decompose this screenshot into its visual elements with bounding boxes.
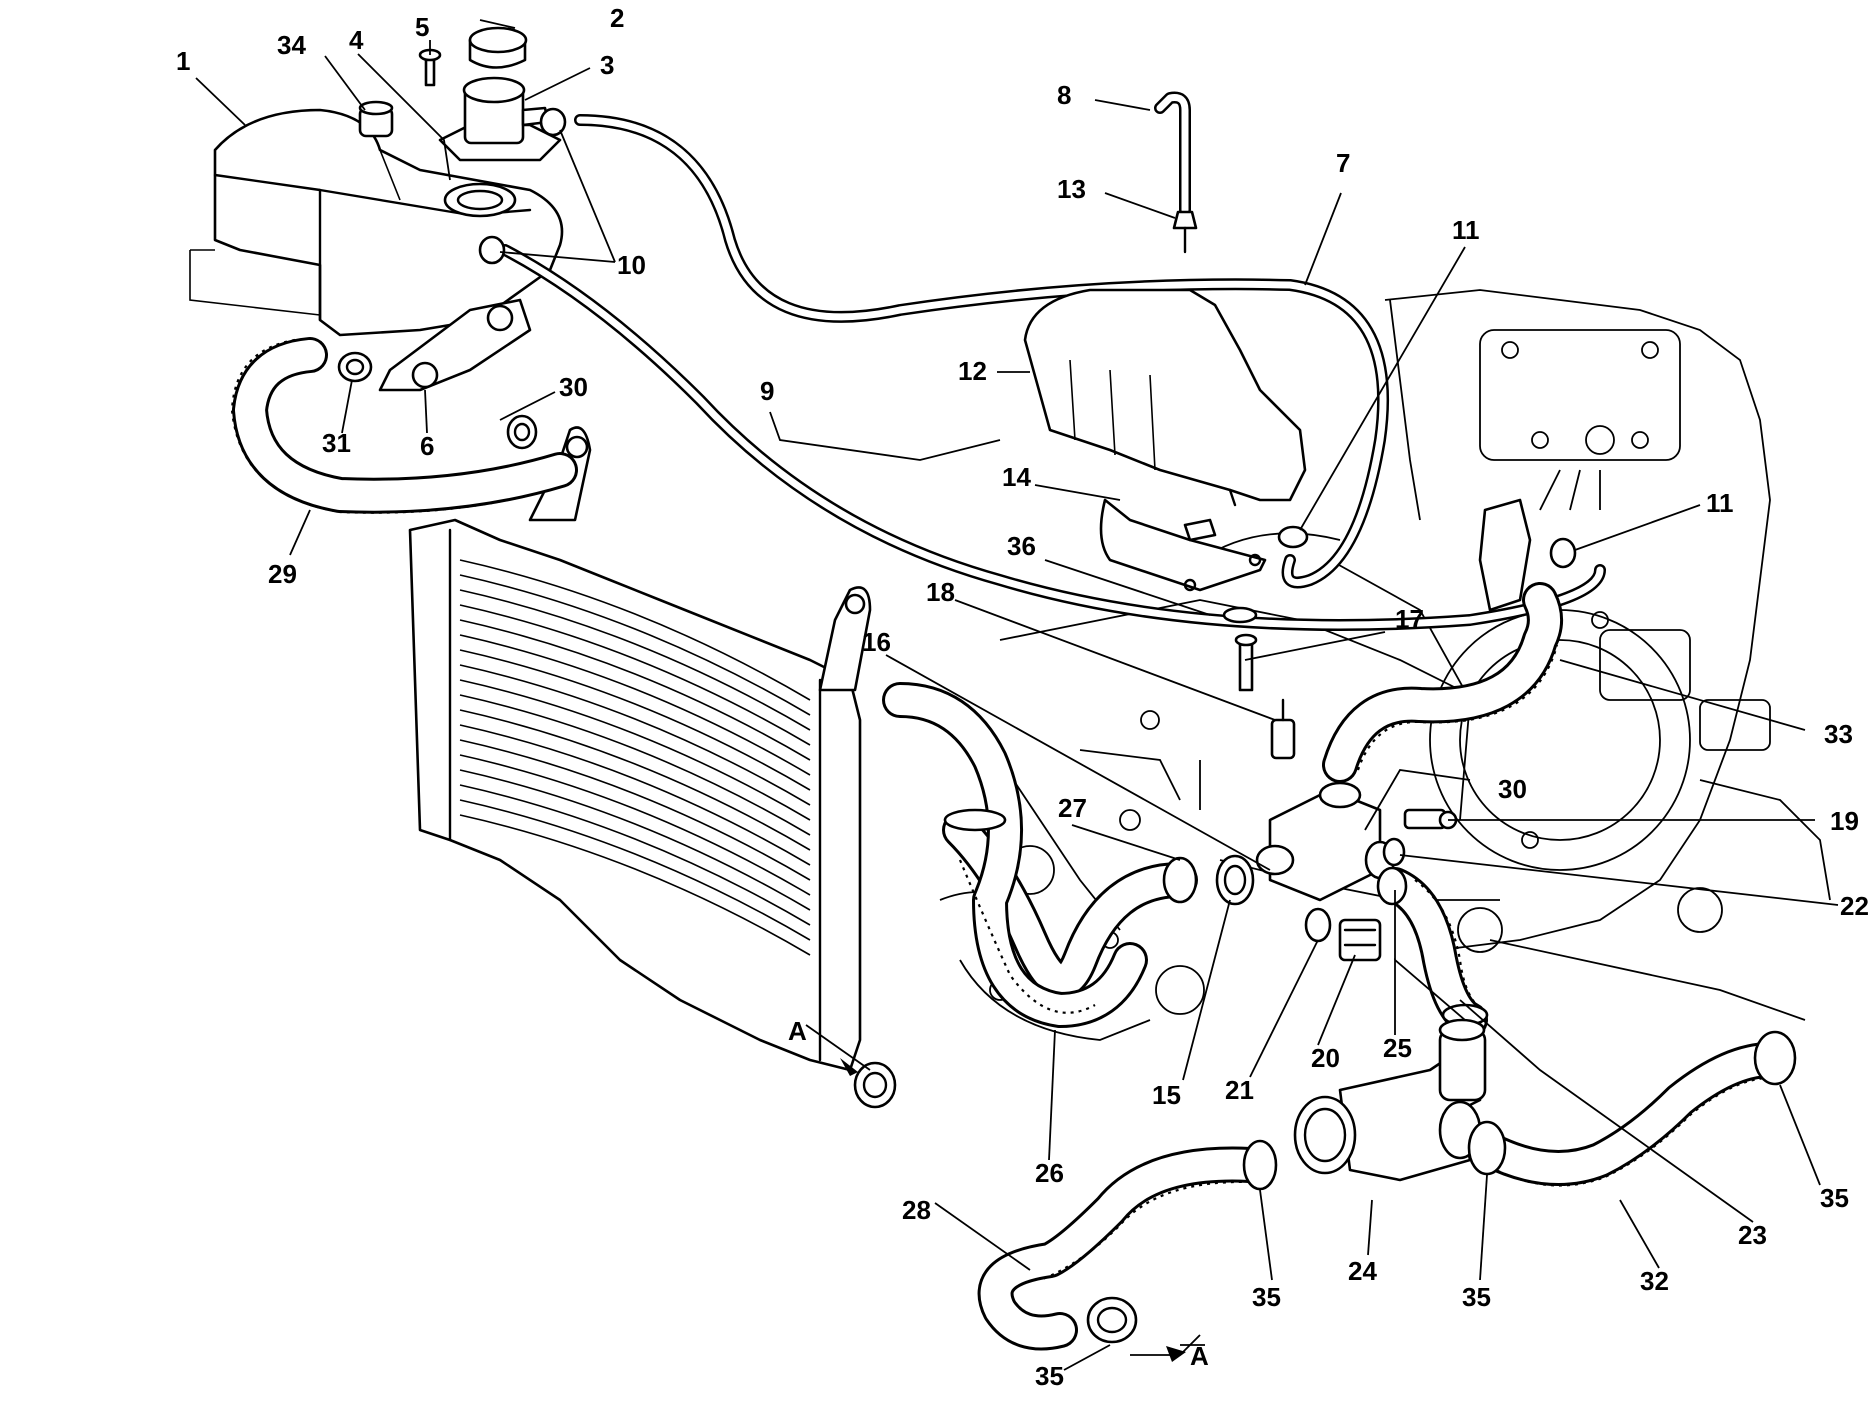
callout-34: 34 <box>277 30 306 60</box>
bracket-14 <box>1099 498 1267 592</box>
vent-tube-8 <box>1154 91 1191 216</box>
expansion-tank <box>189 108 564 337</box>
callout-2: 2 <box>610 3 624 33</box>
washer-22 <box>1382 837 1406 867</box>
callout-6: 6 <box>420 431 434 461</box>
callout-31: 31 <box>322 428 351 458</box>
screw-5 <box>418 48 442 87</box>
overflow-tube-9 <box>499 244 1606 631</box>
callout-5: 5 <box>415 12 429 42</box>
breather-tube-7 <box>574 114 1389 589</box>
sensor-20 <box>1338 918 1382 962</box>
hose-28 <box>977 1146 1268 1351</box>
callout-27: 27 <box>1058 793 1087 823</box>
callout-11-upper: 11 <box>1452 215 1480 245</box>
callout-1: 1 <box>176 46 190 76</box>
callout-32: 32 <box>1640 1266 1669 1296</box>
clamp-35-right <box>1753 1030 1797 1086</box>
reservoir-12 <box>1023 288 1307 507</box>
callout-30-upper: 30 <box>559 372 588 402</box>
nut-36 <box>1183 518 1217 542</box>
callout-3: 3 <box>600 50 614 80</box>
callout-24: 24 <box>1348 1256 1377 1286</box>
callout-26: 26 <box>1035 1158 1064 1188</box>
callout-14: 14 <box>1002 462 1031 492</box>
hose-26 <box>882 682 1148 1028</box>
callout-7: 7 <box>1336 148 1350 178</box>
callout-25: 25 <box>1383 1033 1412 1063</box>
sensor-19 <box>1403 808 1458 830</box>
callout-labels: 1 2 3 4 5 34 8 13 7 10 11 11 12 9 14 36 … <box>176 3 1869 1391</box>
radiator <box>408 426 897 1109</box>
sensor-18 <box>1270 698 1296 760</box>
callout-30-right: 30 <box>1498 774 1527 804</box>
clamp-11-right <box>1549 537 1577 569</box>
callout-9: 9 <box>760 376 774 406</box>
hose-32 <box>1472 1042 1788 1187</box>
callout-11-right: 11 <box>1706 488 1734 518</box>
cap-34 <box>358 100 394 138</box>
clamp-10-upper <box>539 107 567 137</box>
callout-35-middle: 35 <box>1462 1282 1491 1312</box>
clamp-26-top <box>943 808 1007 832</box>
callout-4: 4 <box>349 25 364 55</box>
callout-19: 19 <box>1830 806 1859 836</box>
clamp-25-upper <box>1376 866 1408 906</box>
tee-24 <box>1293 1018 1487 1182</box>
arrow-markers <box>840 1058 1186 1362</box>
callout-23: 23 <box>1738 1220 1767 1250</box>
callout-12: 12 <box>958 356 987 386</box>
screw-17 <box>1234 633 1258 692</box>
clamp-35-left <box>1242 1139 1278 1191</box>
hose-29 <box>230 337 578 514</box>
arrowhead-bottom <box>1166 1346 1186 1362</box>
hose-33 <box>1322 582 1563 783</box>
callout-28: 28 <box>902 1195 931 1225</box>
filler-cap <box>468 26 528 69</box>
callout-29: 29 <box>268 559 297 589</box>
callout-13: 13 <box>1057 174 1086 204</box>
callout-22: 22 <box>1840 891 1869 921</box>
clamp-30-upper <box>506 414 538 450</box>
valve-13 <box>1172 210 1198 254</box>
clamp-31 <box>337 351 373 383</box>
callout-16: 16 <box>862 627 891 657</box>
callout-35-right: 35 <box>1820 1183 1849 1213</box>
callout-20: 20 <box>1311 1043 1340 1073</box>
tee-fitting <box>1255 781 1396 902</box>
callout-33: 33 <box>1824 719 1853 749</box>
clamp-35-bottom <box>1086 1296 1138 1344</box>
clamp-11-left <box>1277 525 1309 549</box>
elbow-fitting <box>1478 498 1532 612</box>
clamp-27 <box>1162 856 1198 904</box>
callout-18: 18 <box>926 577 955 607</box>
callout-36: 36 <box>1007 531 1036 561</box>
callout-10: 10 <box>617 250 646 280</box>
callout-8: 8 <box>1057 80 1071 110</box>
callout-15: 15 <box>1152 1080 1181 1110</box>
clamp-35-middle <box>1467 1120 1507 1176</box>
callout-A-bottom: A <box>1190 1341 1209 1371</box>
washer-17 <box>1222 606 1258 624</box>
callout-A-left: A <box>788 1016 807 1046</box>
callout-17: 17 <box>1395 604 1424 634</box>
arrowhead-left <box>840 1058 858 1076</box>
callout-35-left: 35 <box>1252 1282 1281 1312</box>
filler-neck <box>438 76 562 162</box>
callout-21: 21 <box>1225 1075 1254 1105</box>
leader-lines <box>195 19 1839 1371</box>
clamp-10-lower <box>478 235 506 265</box>
fitting-15 <box>1215 854 1255 906</box>
washer-21 <box>1304 907 1332 943</box>
callout-35-bottom: 35 <box>1035 1361 1064 1391</box>
tank-bracket-6 <box>378 298 532 392</box>
